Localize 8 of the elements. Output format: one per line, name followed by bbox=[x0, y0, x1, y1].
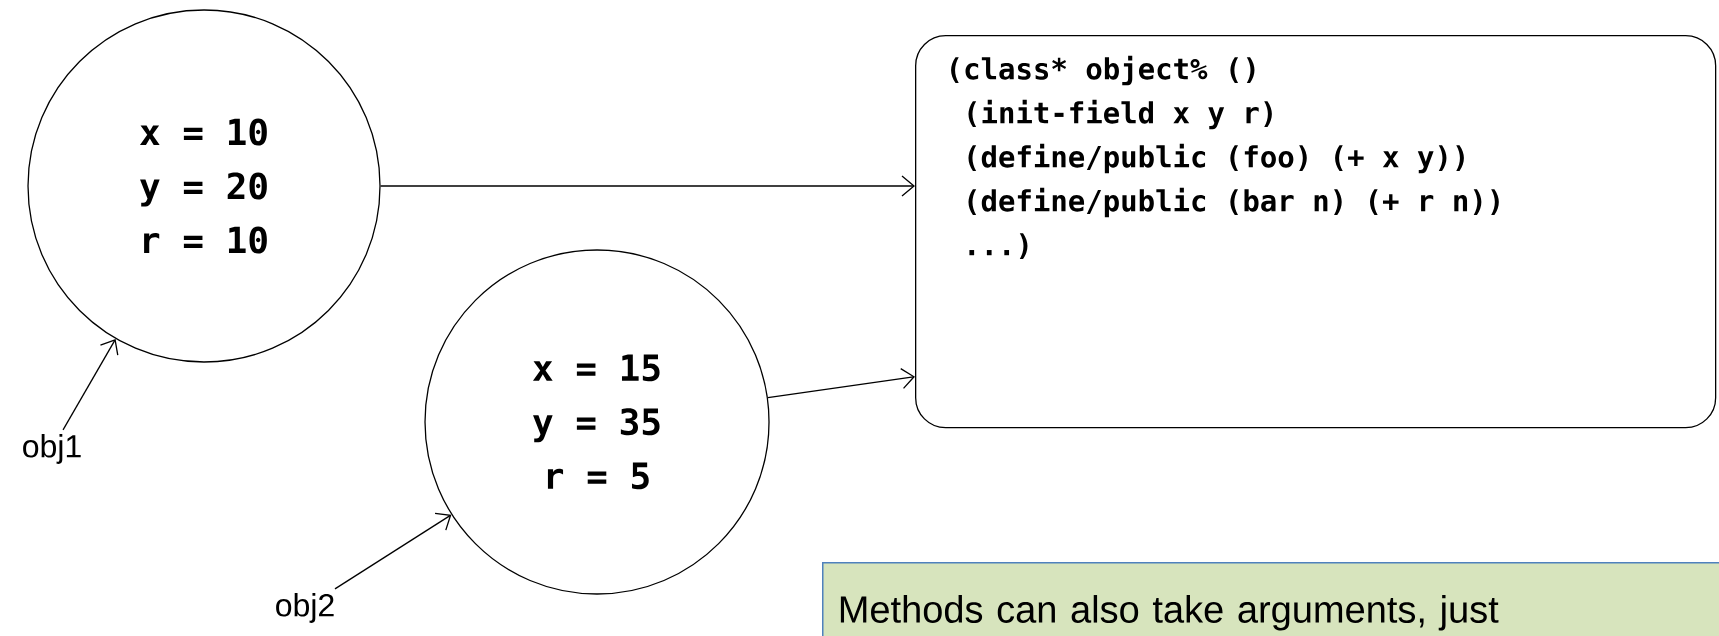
note-box: Methods can also take arguments, just bbox=[822, 562, 1719, 636]
class-box: (class* object% () (init-field x y r) (define/public (foo) (+ x y)) (define/public (bar n) (+ r n)) ...) bbox=[915, 35, 1717, 429]
arrow bbox=[767, 367, 915, 399]
arrow bbox=[380, 175, 915, 197]
arrow bbox=[334, 512, 452, 590]
object-label: obj1 bbox=[23, 434, 81, 464]
arrow bbox=[62, 338, 119, 431]
object-label: obj2 bbox=[276, 593, 334, 623]
